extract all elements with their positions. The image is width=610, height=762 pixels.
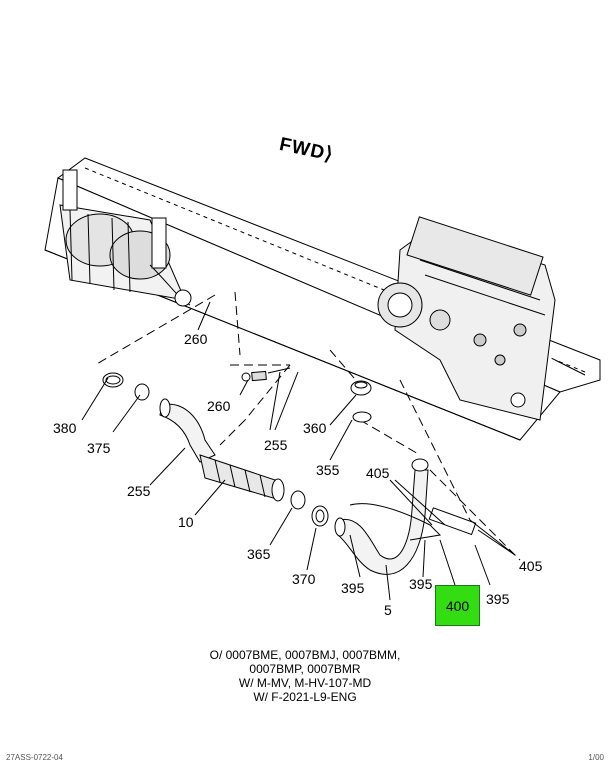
callout-405[interactable]: 405 xyxy=(519,558,543,574)
callout-360[interactable]: 360 xyxy=(303,420,327,436)
callout-5[interactable]: 5 xyxy=(384,602,392,618)
footer-figure-id: 27ASS-0722-04 xyxy=(6,753,63,762)
clamp-360 xyxy=(350,380,372,396)
callout-355[interactable]: 355 xyxy=(316,462,340,478)
note-line: 0007BMP, 0007BMR xyxy=(249,662,361,676)
aftertreatment-canister xyxy=(59,169,192,307)
footer-page: 1/00 xyxy=(588,753,604,762)
callout-380[interactable]: 380 xyxy=(53,420,77,436)
callout-255[interactable]: 255 xyxy=(264,437,288,453)
gasket-375 xyxy=(134,383,150,401)
callout-370[interactable]: 370 xyxy=(292,571,316,587)
callout-400-highlighted[interactable]: 400 xyxy=(435,585,480,626)
applicability-notes: O/ 0007BME, 0007BMJ, 0007BMM, 0007BMP, 0… xyxy=(0,648,610,704)
callout-leaders xyxy=(81,301,516,601)
hanger-260 xyxy=(241,367,291,382)
callout-260[interactable]: 260 xyxy=(207,398,231,414)
callout-395[interactable]: 395 xyxy=(341,580,365,596)
clamp-380 xyxy=(102,372,124,388)
engine-block xyxy=(377,216,586,421)
note-line: W/ M-MV, M-HV-107-MD xyxy=(238,676,372,690)
assembly-leaders xyxy=(94,291,521,561)
gasket-355 xyxy=(352,411,372,423)
bracket-395 xyxy=(349,503,477,541)
callout-395[interactable]: 395 xyxy=(486,591,510,607)
callout-400-label: 400 xyxy=(445,597,470,614)
callout-260[interactable]: 260 xyxy=(184,331,208,347)
callout-375[interactable]: 375 xyxy=(87,440,111,456)
callout-10[interactable]: 10 xyxy=(178,514,194,530)
note-line: W/ F-2021-L9-ENG xyxy=(253,690,357,704)
gasket-365 xyxy=(290,490,306,510)
callout-255[interactable]: 255 xyxy=(127,483,151,499)
clamp-370 xyxy=(311,505,329,527)
callout-365[interactable]: 365 xyxy=(247,546,271,562)
callout-405[interactable]: 405 xyxy=(366,465,390,481)
flex-pipe-10 xyxy=(199,454,285,502)
callout-395[interactable]: 395 xyxy=(409,576,433,592)
note-line: O/ 0007BME, 0007BMJ, 0007BMM, xyxy=(209,648,401,662)
downpipe-5 xyxy=(334,458,429,575)
